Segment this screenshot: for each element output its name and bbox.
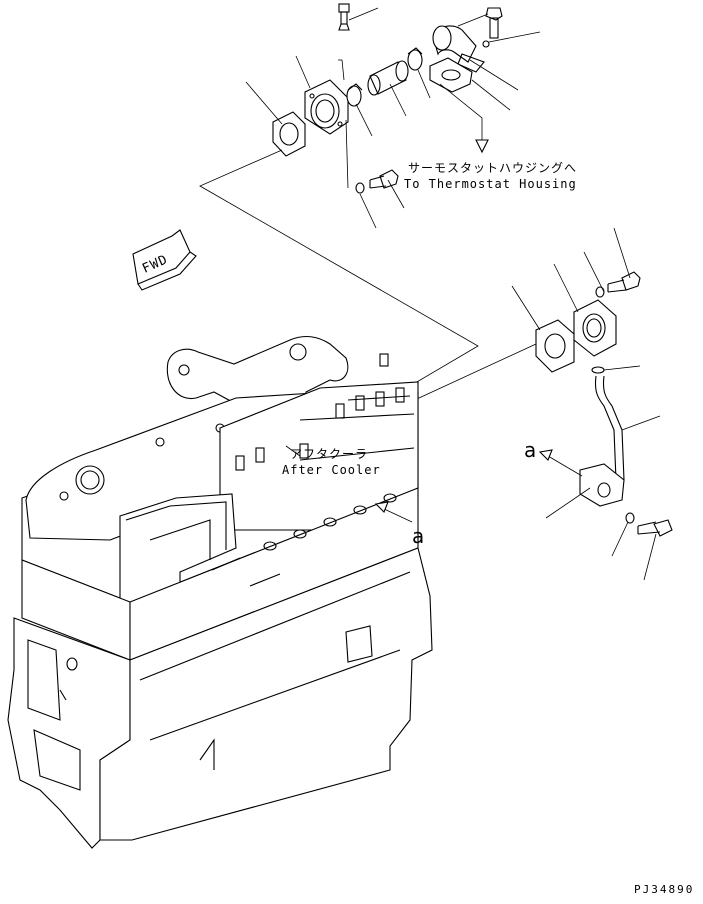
gasket-right [429,57,473,93]
view-a-label-bottom: a [412,524,425,548]
right-leaders [511,227,661,581]
fwd-arrow [132,229,197,291]
view-a-arrow-bottom [374,501,413,523]
outlet-flange [304,79,349,135]
injector-ports [211,493,397,587]
clamp-right [407,47,423,71]
clamp-left [346,83,363,107]
thermostat-label-jp: サーモスタットハウジングへ [408,161,578,175]
o-ring [591,366,605,374]
top-leaders [245,7,541,229]
gasket-lower [535,319,575,373]
bolt-right [595,271,641,298]
view-a-arrow-top [538,449,583,477]
aftercooler-leader [285,445,301,457]
aftercooler-label-en: After Cooler [282,463,381,477]
connection-line-upper [199,149,479,387]
cooler-studs [235,353,405,471]
hose [367,60,409,96]
aftercooler-label-jp: アフタクーラ [290,447,369,461]
connection-line-lower [405,343,537,405]
top-parts-group [199,3,541,387]
drawing-number: PJ34890 [634,883,695,896]
view-a-label-top: a [524,438,537,462]
elbow-pipe [432,25,485,73]
thermostat-label-en: To Thermostat Housing [404,177,577,191]
water-pipe [579,375,625,507]
right-parts-group [405,227,673,581]
bolt-mid [355,169,399,194]
top-fitting [338,3,350,31]
inlet-flange [573,299,617,357]
bolt-pipe [625,512,673,537]
engine-block [7,335,433,849]
